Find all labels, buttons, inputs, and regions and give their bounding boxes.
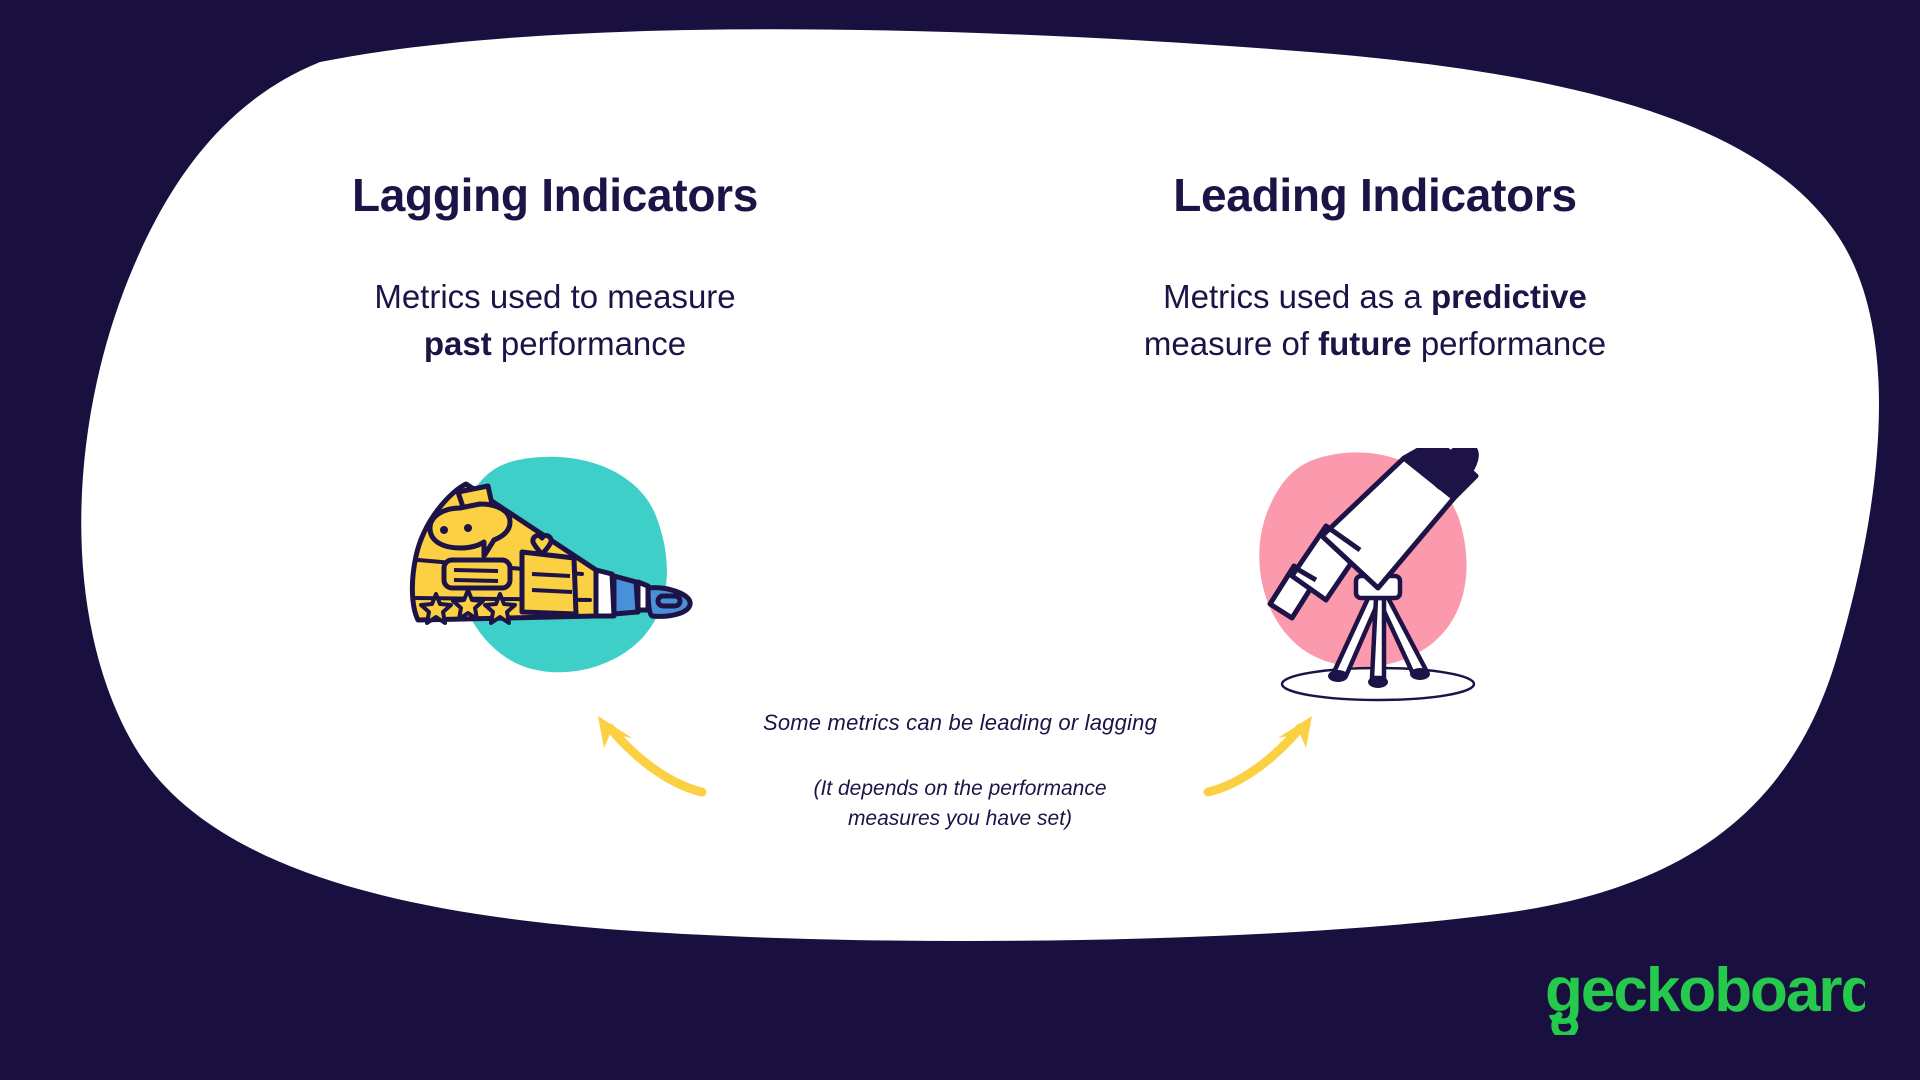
subtitle-leading: Metrics used as a predictive measure of … [1055, 273, 1695, 369]
subtitle-leading-line2-post: performance [1411, 325, 1607, 363]
caption-sub: (It depends on the performance measures … [610, 774, 1310, 835]
geckoboard-g-tail-icon [1551, 1011, 1579, 1035]
geckoboard-logo[interactable]: geckoboard [1545, 955, 1865, 1035]
subtitle-leading-line2-bold: future [1318, 325, 1412, 363]
caption-main: Some metrics can be leading or lagging [762, 710, 1158, 735]
megaphone-eye-left [440, 526, 448, 534]
column-lagging: Lagging Indicators Metrics used to measu… [235, 170, 875, 368]
arrow-left-to-lagging [598, 716, 707, 797]
column-leading: Leading Indicators Metrics used as a pre… [1055, 170, 1695, 368]
heading-lagging: Lagging Indicators [351, 169, 759, 221]
subtitle-lagging: Metrics used to measure past performance [235, 273, 875, 369]
geckoboard-logo-text: geckoboard [1545, 956, 1865, 1025]
subtitle-leading-line1-pre: Metrics used as a [1163, 277, 1431, 315]
caption-sub-line2: measures you have set) [847, 807, 1073, 831]
telescope-illustration [1259, 448, 1479, 702]
caption-sub-line1: (It depends on the performance [813, 777, 1107, 800]
center-caption-block: Some metrics can be leading or lagging (… [610, 710, 1310, 835]
subtitle-lagging-line2-post: performance [491, 325, 687, 363]
megaphone-eye-right [464, 524, 472, 532]
subtitle-leading-line2-pre: measure of [1143, 325, 1319, 363]
subtitle-lagging-line1-pre: Metrics used to measure [374, 277, 736, 315]
arrow-right-to-leading [1203, 716, 1312, 797]
subtitle-lagging-line2-bold: past [423, 325, 492, 363]
subtitle-leading-line1-bold: predictive [1430, 277, 1587, 315]
megaphone-illustration [409, 456, 693, 673]
heading-leading: Leading Indicators [1173, 169, 1577, 221]
